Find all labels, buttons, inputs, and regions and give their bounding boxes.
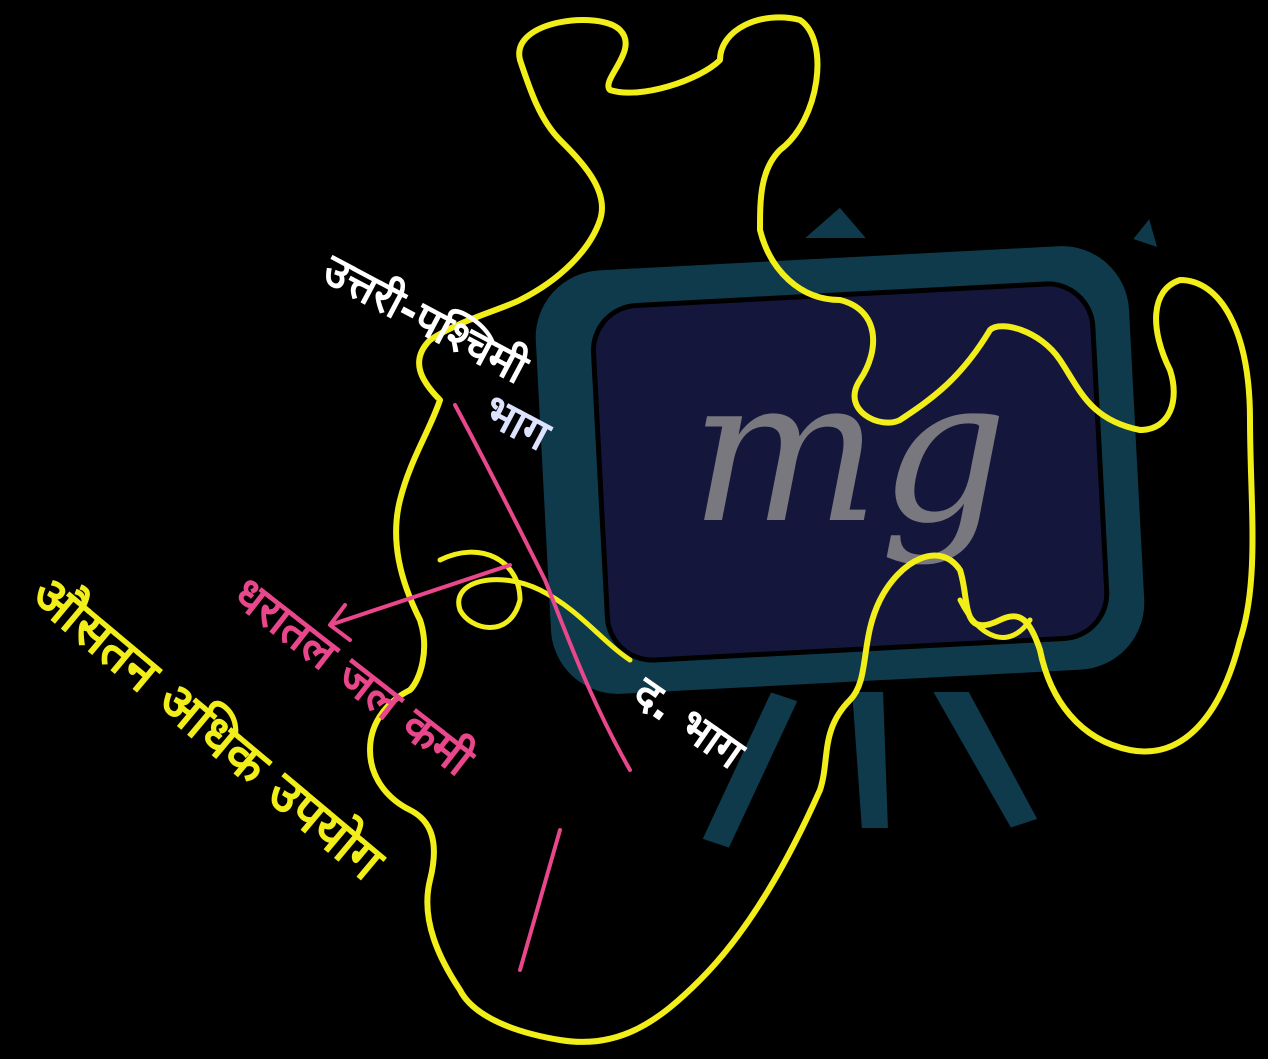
pink-accent-line — [520, 830, 560, 970]
label-northwest-line1: उत्तरी-पश्चिमी — [314, 243, 538, 395]
